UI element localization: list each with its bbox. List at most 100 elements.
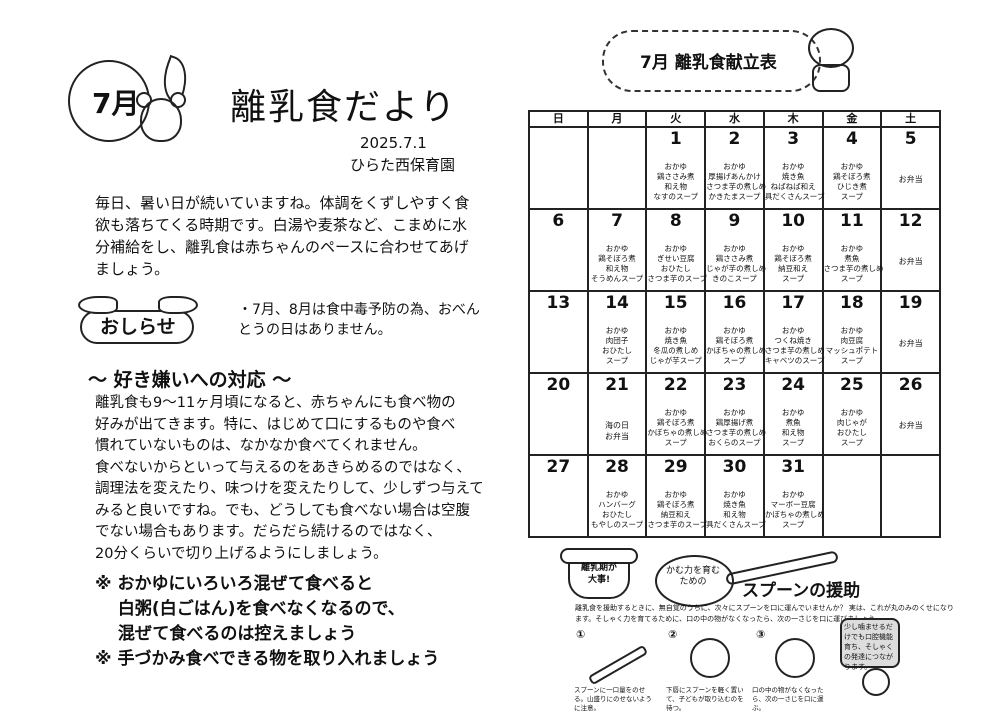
menu-item: おかゆ [781,326,805,335]
day-number: 1 [669,129,682,149]
body-line: 好みが出てきます。特に、はじめて口にするものや食べ [95,416,456,433]
menu-item: そうめんスープ [591,274,644,283]
menu-item: 厚揚げあんかけ [708,172,761,181]
menu-item: 鶏そぼろ煮 [657,418,695,427]
point-line: ※ おかゆにいろいろ混ぜて食べると [95,574,373,594]
menu-item: お弁当 [898,175,923,184]
menu-item: マーボー豆腐 [770,500,816,509]
calendar-day-cell: 6 [528,208,589,292]
menu-item: おかゆ [723,162,746,171]
point-line: 混ぜて食べるのは控えましょう [95,624,357,644]
menu-item: スープ [782,520,805,529]
girl-body-icon [812,64,850,92]
menu-item: スープ [840,438,863,447]
section-heading: 〜 好き嫌いへの対応 〜 [88,369,292,391]
month-badge: 7月 [92,87,140,120]
step-2-caption: 下唇にスプーンを軽く置いて、子どもが取り込むのを待つ。 [666,686,744,712]
day-menu: お弁当 [882,256,939,267]
notice-label: おしらせ [100,316,176,338]
dolphin-icon [78,296,118,314]
menu-item: 和え物 [781,428,805,437]
spoon-description: 離乳食を援助するときに、無自覚のうちに、次々にスプーンを口に運んでいませんか？ … [575,604,954,623]
weekday-header: 木 [762,110,824,128]
day-number: 2 [728,129,741,149]
weekday-header: 金 [821,110,883,128]
day-number: 30 [722,457,747,477]
menu-item: おかゆ [664,408,688,417]
school-name: ひらた西保育園 [350,156,456,174]
menu-item: おひたし [836,428,867,437]
day-menu: おかゆ焼き魚ねばねば和え具だくさんスープ [764,162,825,202]
day-menu: おかゆ肉豆腐マッシュポテトスープ [824,326,881,366]
menu-item: かぼちゃの煮しめ [764,510,825,519]
menu-item: おかゆ [840,408,864,417]
day-number: 4 [845,129,858,149]
caregiver-illustration-icon [862,668,890,696]
body-line: 調理法を変えたり、味つけを変えたりして、少しずつ与えて [95,481,484,497]
bear-illustration-icon [140,98,182,142]
menu-item: スープ [606,356,629,365]
day-number: 6 [552,211,565,231]
small-spoon-icon [587,644,649,686]
menu-item: おかゆ [781,490,805,499]
menu-item: 煮魚 [844,254,860,263]
day-menu: お弁当 [882,420,939,431]
day-menu: おかゆぎせい豆腐おひたしさつま芋のスープ [647,244,707,284]
calendar-title: 7月 離乳食献立表 [640,53,777,73]
day-menu: おかゆつくね焼きさつま芋の煮しめキャベツのスープ [765,326,825,366]
menu-item: なすのスープ [653,192,699,201]
body-line: 慣れていないものは、なかなか食べてくれません。 [95,438,427,454]
menu-item: さつま芋のスープ [647,520,707,529]
day-number: 12 [898,211,923,231]
point-line: ※ 手づかみ食べできる物を取り入れましょう [95,649,440,669]
menu-item: おかゆ [840,162,864,171]
menu-item: おかゆ [605,244,629,253]
intro-paragraph: 毎日、暑い日が続いていますね。体調をくずしやすく食欲も落ちてくる時期です。白湯や… [95,194,470,278]
day-menu: おかゆ肉じゃがおひたしスープ [824,408,881,448]
body-line: 食べないからといって与えるのをあきらめるのではなく、 [95,459,471,476]
calendar-day-cell [821,454,883,538]
menu-item: 具だくさんスープ [706,520,766,529]
day-menu: 海の日お弁当 [589,420,646,442]
calendar-day-cell: 17 おかゆつくね焼きさつま芋の煮しめキャベツのスープ [762,290,825,374]
menu-item: スープ [664,438,687,447]
menu-item: お弁当 [898,257,923,266]
menu-item: きのこスープ [712,274,757,283]
menu-item: 焼き魚 [723,500,746,509]
day-number: 28 [605,457,629,477]
dolphin-icon [158,296,198,314]
tip-text: 少し噛ませるだけでも口腔機能育ち、そしゃくの発達につながります。 [844,623,893,671]
day-number: 17 [781,293,805,313]
step-3-number: ③ [756,628,766,641]
child-face-icon [775,638,815,678]
day-number: 10 [781,211,805,231]
menu-item: おひたし [602,346,633,355]
notice-text: ・7月、8月は食中毒予防の為、おべんとうの日はありません。 [238,302,480,338]
menu-item: 海の日 [605,421,630,430]
day-menu: おかゆ鶏厚揚げ煮さつま芋の煮しめおくらのスープ [706,408,766,448]
day-number: 22 [663,375,688,395]
menu-item: おかゆ [781,408,805,417]
menu-item: おかゆ [723,244,746,253]
menu-item: ひじき煮 [836,182,867,191]
menu-item: おかゆ [605,490,629,499]
body-line: でない場合もあります。だらだら続けるのではなく、 [95,524,442,540]
day-menu: おかゆ鶏ささみ煮じゃが芋の煮しめきのこスープ [706,244,766,284]
issue-date: 2025.7.1 [360,134,427,152]
day-number: 19 [898,293,923,313]
menu-item: 鶏ささみ煮 [657,172,695,181]
menu-item: スープ [840,356,863,365]
menu-item: 具だくさんスープ [764,192,825,201]
notice-bubble [80,310,194,344]
day-number: 26 [898,375,923,395]
